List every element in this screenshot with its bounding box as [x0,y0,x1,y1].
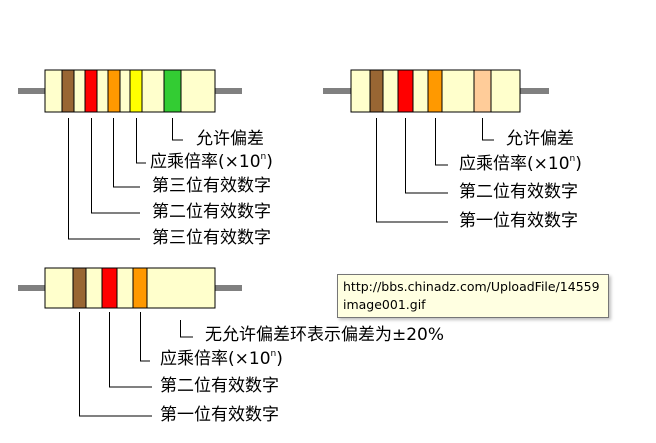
resistor-3-band-2 [101,267,118,309]
resistor-2-label-digit-1: 第一位有效数字 [459,211,578,231]
resistor-1-label-digit-3: 第三位有效数字 [152,176,271,196]
resistor-1: 允许偏差 应乘倍率(×10n) 第三位有效数字 第二位有效数字 第三位有效数字 [18,69,273,248]
resistor-3-label-no-tolerance: 无允许偏差环表示偏差为±20% [205,325,444,345]
resistor-2-label-digit-2: 第二位有效数字 [459,182,578,202]
resistor-3-label-digit-1: 第一位有效数字 [160,405,279,425]
resistor-2-label-multiplier: 应乘倍率(×10n) [459,154,582,174]
resistor-2-label-tolerance: 允许偏差 [506,129,574,149]
resistor-1-leader-lines [68,118,183,240]
resistor-1-label-multiplier: 应乘倍率(×10n) [150,152,273,172]
resistor-2: 允许偏差 应乘倍率(×10n) 第二位有效数字 第一位有效数字 [323,69,582,231]
resistor-2-leader-lines [376,118,494,223]
resistor-2-band-4 [473,69,492,113]
image-url-tooltip: http://bbs.chinadz.com/UploadFile/14559i… [337,274,609,318]
resistor-1-band-3 [107,69,121,113]
resistor-3-band-3 [132,267,148,309]
resistor-3-body [44,267,216,309]
resistor-2-band-2 [397,69,414,113]
resistor-2-band-3 [427,69,443,113]
resistor-3: 无允许偏差环表示偏差为±20% 应乘倍率(×10n) 第二位有效数字 第一位有效… [18,267,444,425]
resistor-2-band-1 [369,69,384,113]
resistor-1-band-4 [129,69,143,113]
resistor-1-band-1 [61,69,75,113]
resistor-1-band-2 [84,69,98,113]
resistor-3-label-multiplier: 应乘倍率(×10n) [160,349,283,369]
resistor-3-leader-lines [79,312,193,417]
resistor-1-label-digit-3b: 第三位有效数字 [152,228,271,248]
resistor-3-label-digit-2: 第二位有效数字 [160,376,279,396]
resistor-1-label-tolerance: 允许偏差 [196,129,264,149]
resistor-3-band-1 [72,267,87,309]
resistor-1-label-digit-2: 第二位有效数字 [152,202,271,222]
resistor-1-band-5 [163,69,182,113]
